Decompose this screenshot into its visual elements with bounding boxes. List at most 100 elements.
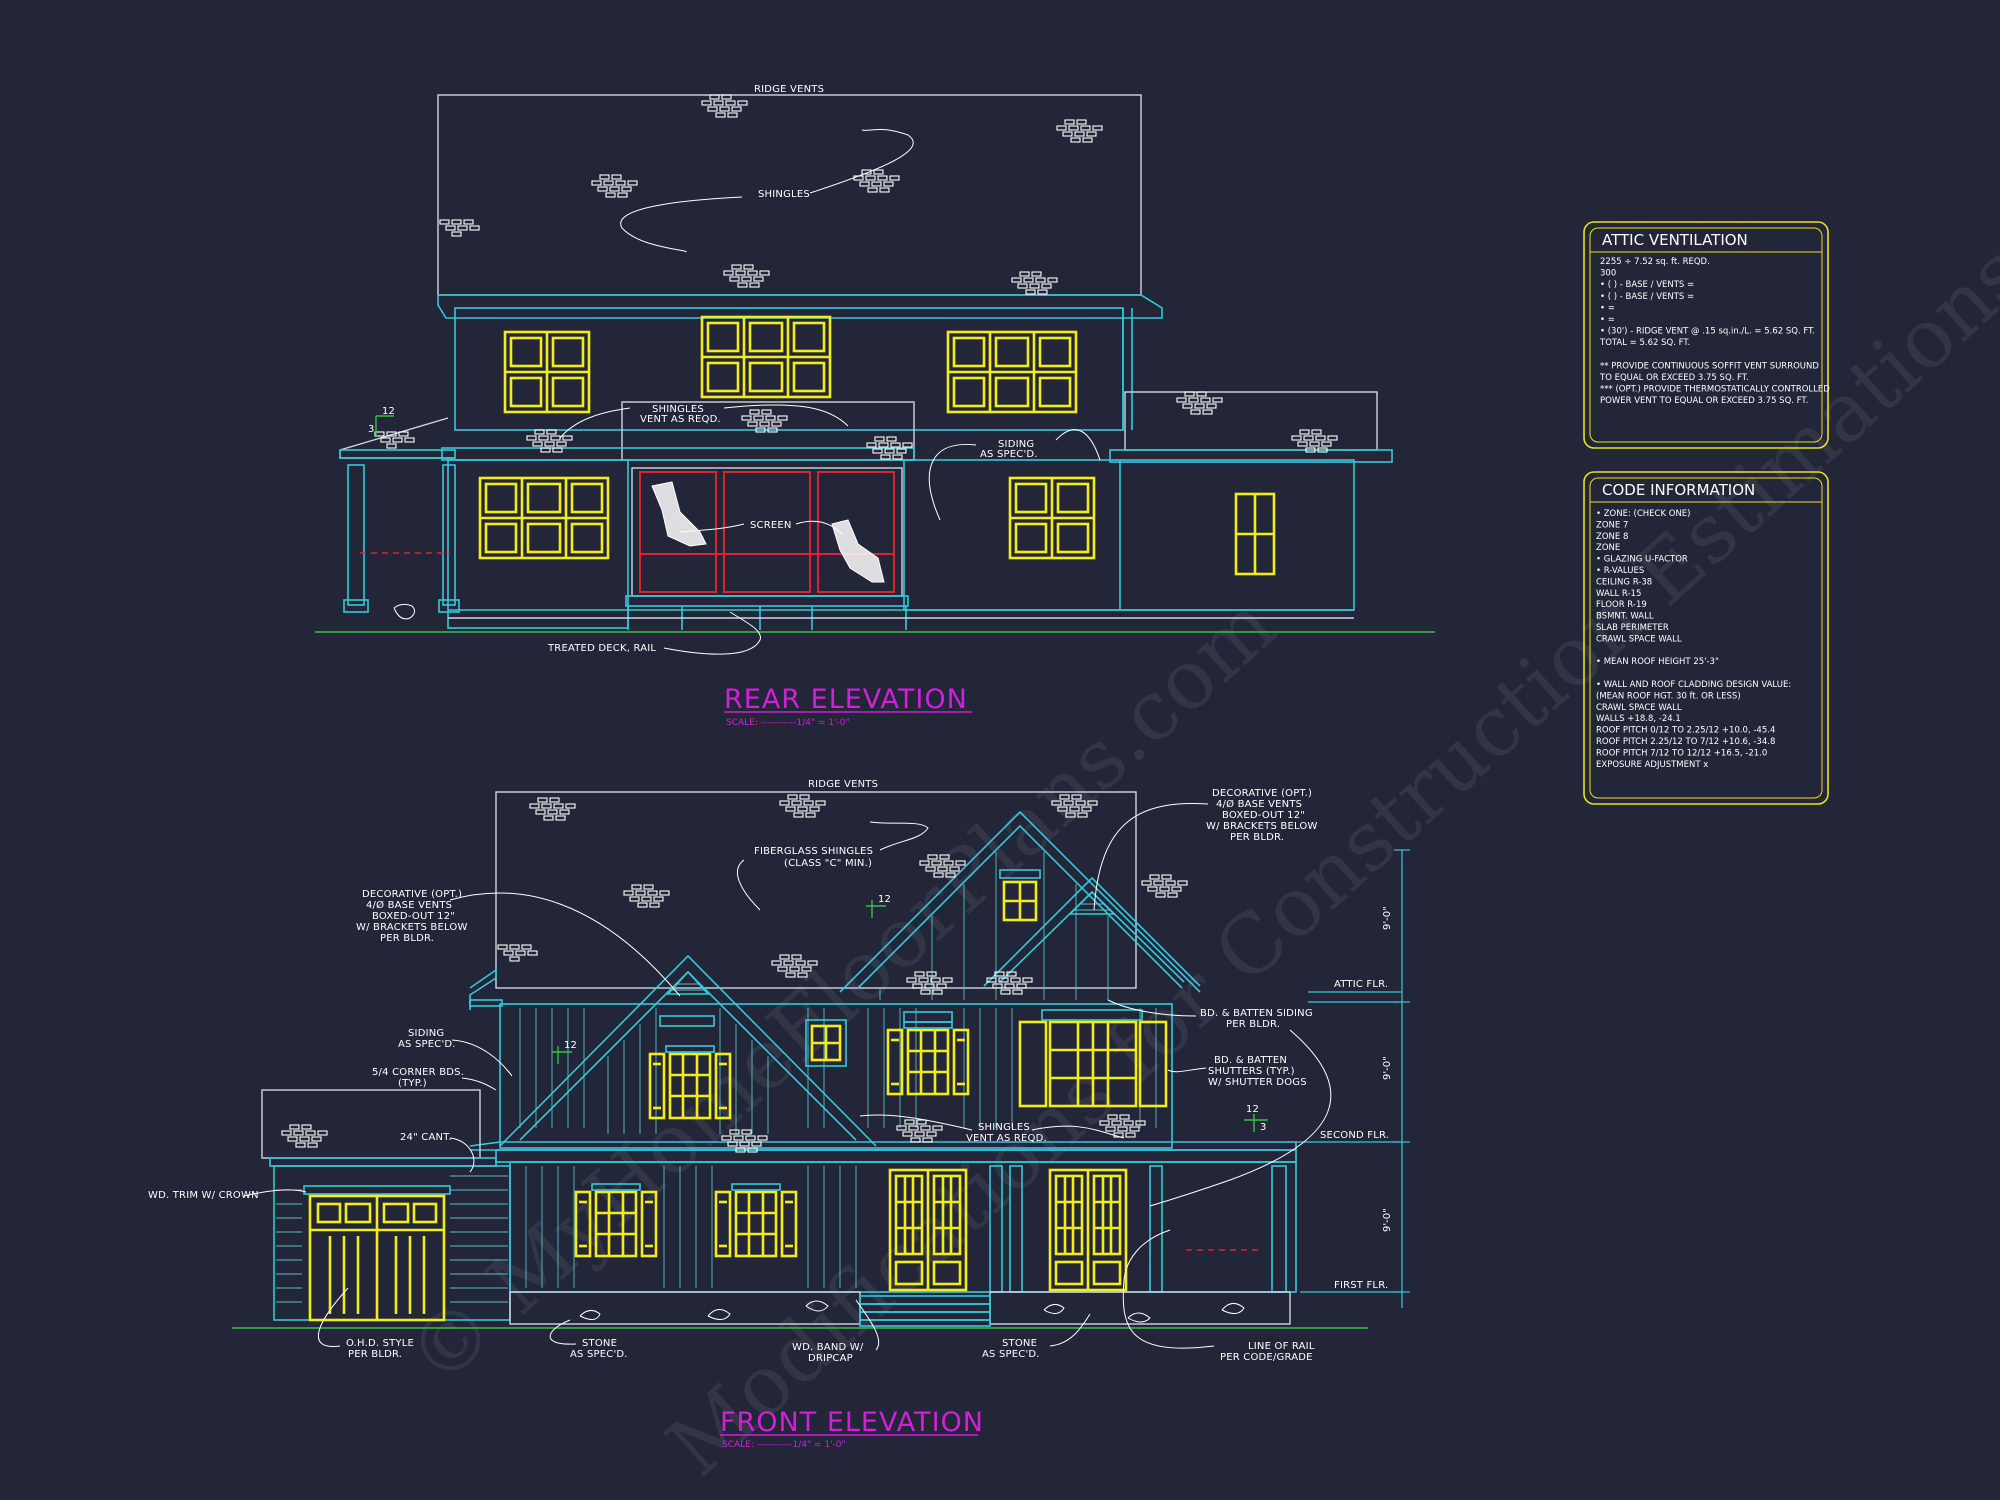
svg-text:O.H.D. STYLE: O.H.D. STYLE bbox=[346, 1338, 414, 1349]
front-label-decorative-right: DECORATIVE (OPT.) 4/Ø BASE VENTS BOXED-O… bbox=[1206, 788, 1318, 843]
code-line: (MEAN ROOF HGT. 30 ft. OR LESS) bbox=[1596, 691, 1741, 701]
svg-text:12: 12 bbox=[382, 406, 395, 417]
svg-text:SHINGLES: SHINGLES bbox=[652, 404, 704, 415]
rear-upper-window-center bbox=[700, 315, 832, 399]
attic-line: TOTAL = 5.62 SQ. FT. bbox=[1599, 338, 1690, 348]
svg-text:12: 12 bbox=[564, 1040, 577, 1051]
svg-text:ATTIC FLR.: ATTIC FLR. bbox=[1334, 979, 1388, 990]
attic-line: • ( ) - BASE / VENTS = bbox=[1600, 280, 1694, 290]
svg-text:SHINGLES: SHINGLES bbox=[978, 1122, 1030, 1133]
code-information-title: CODE INFORMATION bbox=[1602, 481, 1755, 499]
front-elevation-scale: SCALE: -----------1/4" = 1'-0" bbox=[722, 1440, 846, 1450]
code-line: CRAWL SPACE WALL bbox=[1596, 634, 1682, 644]
rear-elevation-title: REAR ELEVATION bbox=[724, 684, 968, 715]
attic-line: TO EQUAL OR EXCEED 3.75 SQ. FT. bbox=[1599, 373, 1749, 383]
front-elevation-title: FRONT ELEVATION bbox=[720, 1407, 984, 1438]
code-line: • R-VALUES bbox=[1596, 566, 1644, 576]
svg-text:4/Ø BASE VENTS: 4/Ø BASE VENTS bbox=[1216, 798, 1302, 810]
svg-text:SHUTTERS (TYP.): SHUTTERS (TYP.) bbox=[1208, 1066, 1295, 1077]
code-line: ROOF PITCH 0/12 TO 2.25/12 +10.0, -45.4 bbox=[1596, 726, 1775, 736]
rear-label-screen: SCREEN bbox=[750, 520, 792, 531]
svg-text:(TYP.): (TYP.) bbox=[398, 1078, 427, 1089]
attic-line: 2255 ÷ 7.52 sq. ft. REQD. bbox=[1600, 257, 1710, 267]
code-information-lines: • ZONE: (CHECK ONE) ZONE 7 ZONE 8 ZONE• … bbox=[1596, 509, 1791, 770]
code-line: • WALL AND ROOF CLADDING DESIGN VALUE: bbox=[1596, 680, 1791, 690]
rear-lower-window-left bbox=[478, 476, 610, 560]
svg-text:VENT AS REQD.: VENT AS REQD. bbox=[640, 414, 721, 425]
rear-elevation: 12 3 RIDGE VENTS SHINGLES SHINGLES VENT … bbox=[315, 84, 1435, 728]
svg-text:VENT AS REQD.: VENT AS REQD. bbox=[966, 1133, 1047, 1144]
code-line: ROOF PITCH 2.25/12 TO 7/12 +10.6, -34.8 bbox=[1596, 737, 1775, 747]
svg-text:9'-0": 9'-0" bbox=[1382, 1208, 1393, 1232]
code-line: EXPOSURE ADJUSTMENT x bbox=[1596, 760, 1708, 770]
front-french-door-right bbox=[1048, 1168, 1128, 1292]
svg-text:BOXED-OUT 12": BOXED-OUT 12" bbox=[1222, 810, 1305, 821]
code-line: ROOF PITCH 7/12 TO 12/12 +16.5, -21.0 bbox=[1596, 748, 1767, 758]
front-label-trim: WD. TRIM W/ CROWN bbox=[148, 1190, 259, 1201]
rear-elevation-scale: SCALE: -----------1/4" = 1'-0" bbox=[726, 718, 850, 728]
svg-text:AS SPEC'D.: AS SPEC'D. bbox=[982, 1349, 1040, 1360]
svg-text:DECORATIVE (OPT.): DECORATIVE (OPT.) bbox=[1212, 788, 1312, 799]
rear-label-deck: TREATED DECK, RAIL bbox=[547, 643, 656, 654]
rear-label-shingles: SHINGLES bbox=[758, 189, 810, 200]
attic-line: • = bbox=[1600, 315, 1615, 325]
front-main-roof bbox=[495, 791, 1137, 989]
svg-text:3: 3 bbox=[368, 424, 375, 435]
svg-text:3: 3 bbox=[1260, 1122, 1267, 1133]
code-line: • GLAZING U-FACTOR bbox=[1596, 555, 1688, 565]
svg-text:BD. & BATTEN SIDING: BD. & BATTEN SIDING bbox=[1200, 1008, 1313, 1019]
svg-text:4/Ø BASE VENTS: 4/Ø BASE VENTS bbox=[366, 899, 452, 911]
svg-text:SECOND FLR.: SECOND FLR. bbox=[1320, 1130, 1389, 1141]
svg-text:12: 12 bbox=[1246, 1104, 1259, 1115]
attic-line: 300 bbox=[1600, 269, 1616, 279]
front-height-dimensions: 9'-0" 9'-0" 9'-0" ATTIC FLR. SECOND FLR.… bbox=[1296, 849, 1410, 1308]
svg-text:24" CANT.: 24" CANT. bbox=[400, 1132, 452, 1143]
attic-line: • = bbox=[1600, 303, 1615, 313]
svg-text:STONE: STONE bbox=[582, 1338, 617, 1349]
svg-text:PER BLDR.: PER BLDR. bbox=[348, 1349, 402, 1360]
svg-text:PER CODE/GRADE: PER CODE/GRADE bbox=[1220, 1352, 1313, 1363]
svg-text:W/ BRACKETS BELOW: W/ BRACKETS BELOW bbox=[1206, 821, 1318, 832]
attic-ventilation-lines: 2255 ÷ 7.52 sq. ft. REQD.300• ( ) - BASE… bbox=[1599, 257, 1830, 406]
front-elevation: 12 12 12 3 9'-0" 9'-0" 9'-0" ATTIC FLR. … bbox=[148, 779, 1410, 1450]
code-line: SLAB PERIMETER bbox=[1596, 623, 1669, 633]
svg-text:DRIPCAP: DRIPCAP bbox=[808, 1353, 853, 1364]
code-line: FLOOR R-19 bbox=[1596, 600, 1647, 610]
svg-text:9'-0": 9'-0" bbox=[1382, 1056, 1393, 1080]
front-label-decorative-left: DECORATIVE (OPT.) 4/Ø BASE VENTS BOXED-O… bbox=[356, 889, 468, 944]
rear-screen-porch bbox=[625, 467, 909, 630]
code-line: • ZONE: (CHECK ONE) bbox=[1596, 509, 1690, 519]
attic-ventilation-title: ATTIC VENTILATION bbox=[1602, 231, 1748, 249]
svg-text:(CLASS "C" MIN.): (CLASS "C" MIN.) bbox=[784, 858, 872, 869]
svg-text:BOXED-OUT 12": BOXED-OUT 12" bbox=[372, 911, 455, 922]
rear-upper-window-left bbox=[503, 330, 591, 414]
attic-line: • ( ) - BASE / VENTS = bbox=[1600, 292, 1694, 302]
svg-text:FIBERGLASS SHINGLES: FIBERGLASS SHINGLES bbox=[754, 846, 873, 857]
svg-text:SIDING: SIDING bbox=[408, 1028, 444, 1039]
code-line: ZONE 7 bbox=[1596, 520, 1628, 530]
rear-lower-window-right bbox=[1008, 476, 1096, 560]
svg-text:PER BLDR.: PER BLDR. bbox=[1226, 1019, 1280, 1030]
roof-pitch-icon: 12 12 12 3 bbox=[552, 894, 1268, 1133]
svg-text:W/ BRACKETS BELOW: W/ BRACKETS BELOW bbox=[356, 922, 468, 933]
svg-text:AS SPEC'D.: AS SPEC'D. bbox=[398, 1039, 456, 1050]
front-left-gable bbox=[499, 954, 877, 1147]
attic-line: • (30') - RIDGE VENT @ .15 sq.in./L. = 5… bbox=[1600, 327, 1815, 337]
attic-line: ** PROVIDE CONTINUOUS SOFFIT VENT SURROU… bbox=[1600, 361, 1819, 371]
code-line: BSMNT. WALL bbox=[1596, 612, 1654, 622]
leader-arrow-icon bbox=[809, 129, 914, 194]
attic-line: POWER VENT TO EQUAL OR EXCEED 3.75 SQ. F… bbox=[1600, 396, 1808, 406]
svg-text:WD. BAND W/: WD. BAND W/ bbox=[792, 1342, 864, 1353]
svg-text:5/4 CORNER BDS.: 5/4 CORNER BDS. bbox=[372, 1067, 464, 1078]
front-lower-window-center bbox=[714, 1182, 798, 1258]
svg-text:FIRST FLR.: FIRST FLR. bbox=[1334, 1280, 1388, 1291]
svg-text:PER BLDR.: PER BLDR. bbox=[1230, 832, 1284, 843]
code-line: • MEAN ROOF HEIGHT 25'-3" bbox=[1596, 657, 1719, 667]
svg-text:DECORATIVE (OPT.): DECORATIVE (OPT.) bbox=[362, 889, 462, 900]
code-information-panel: CODE INFORMATION • ZONE: (CHECK ONE) ZON… bbox=[1583, 471, 1829, 805]
svg-text:9'-0": 9'-0" bbox=[1382, 906, 1393, 930]
code-line: WALLS +18.8, -24.1 bbox=[1596, 714, 1681, 724]
watermark: © MyHomeFloorPlans.com Modifications for… bbox=[390, 225, 2000, 1495]
svg-text:STONE: STONE bbox=[1002, 1338, 1037, 1349]
